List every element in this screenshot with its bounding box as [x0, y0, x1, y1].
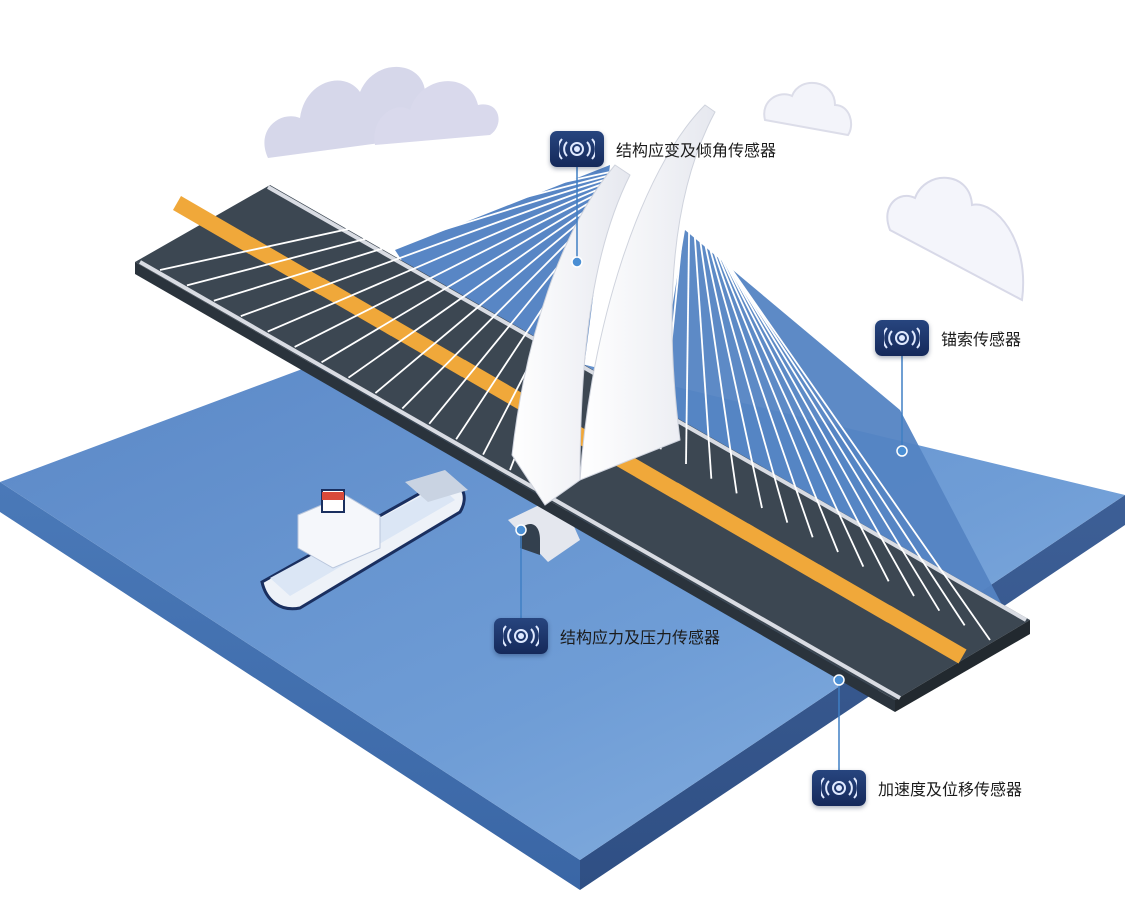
stay-cable [347, 192, 611, 379]
tower-right [579, 104, 716, 481]
dot-stress [515, 524, 527, 536]
deck-front-edge [135, 262, 895, 712]
ship-funnel-band [322, 492, 344, 500]
dot-accel [833, 674, 845, 686]
lane-mark [669, 482, 754, 541]
lane-mark [811, 564, 896, 623]
lane-mark [314, 277, 399, 336]
stay-cable [689, 165, 713, 479]
ship [260, 470, 468, 611]
stay-cable [213, 177, 611, 302]
dot-strain [571, 256, 583, 268]
cloud-4 [886, 176, 1025, 302]
cloud-3 [763, 81, 853, 137]
sensor-tag-stress-pressure: 结构应力及压力传感器 [494, 618, 720, 654]
deck-cables [159, 149, 991, 641]
stay-cable [374, 195, 611, 394]
stay-cable [689, 177, 789, 523]
stay-cable [240, 180, 611, 317]
lane-mark [882, 605, 967, 664]
water-left-side [0, 482, 580, 890]
dot-cable [896, 445, 908, 457]
sensor-label: 锚索传感器 [941, 330, 1022, 349]
cloud-2 [374, 81, 499, 145]
sensor-label: 加速度及位移传感器 [878, 780, 1023, 799]
stay-cable [267, 183, 611, 333]
lane-mark [173, 196, 257, 254]
sensor-signal-icon [812, 770, 866, 806]
bridge-deck [135, 149, 1030, 712]
sensor-tag-strain-tilt: 结构应变及倾角传感器 [550, 131, 776, 167]
lane-mark [243, 236, 328, 295]
sensor-leaders [515, 165, 908, 770]
deck-right-edge [895, 620, 1030, 712]
stay-cable [689, 173, 763, 509]
stay-cable [689, 181, 814, 538]
sensor-tag-anchor-cable: 锚索传感器 [875, 320, 1021, 356]
sensor-tag-accel-displacement: 加速度及位移传感器 [812, 770, 1022, 806]
sensor-signal-icon [494, 618, 548, 654]
stay-cable [321, 189, 611, 364]
bridge-towers [511, 104, 716, 506]
stay-cable [689, 209, 991, 641]
stay-cable [689, 169, 738, 494]
ship-cargo-box [405, 470, 468, 502]
lane-mark [740, 523, 825, 582]
stay-cable [294, 186, 611, 348]
sensor-label: 结构应变及倾角传感器 [616, 141, 777, 160]
stay-cable [186, 174, 611, 287]
stay-cable [685, 161, 691, 465]
stay-cable [159, 171, 611, 271]
sensor-signal-icon [875, 320, 929, 356]
sensor-signal-icon [550, 131, 604, 167]
stay-cable [689, 185, 839, 553]
sensor-label: 结构应力及压力传感器 [560, 628, 721, 647]
deck-rail-front [139, 260, 901, 700]
tower-left [511, 164, 631, 506]
clouds [264, 66, 1025, 302]
